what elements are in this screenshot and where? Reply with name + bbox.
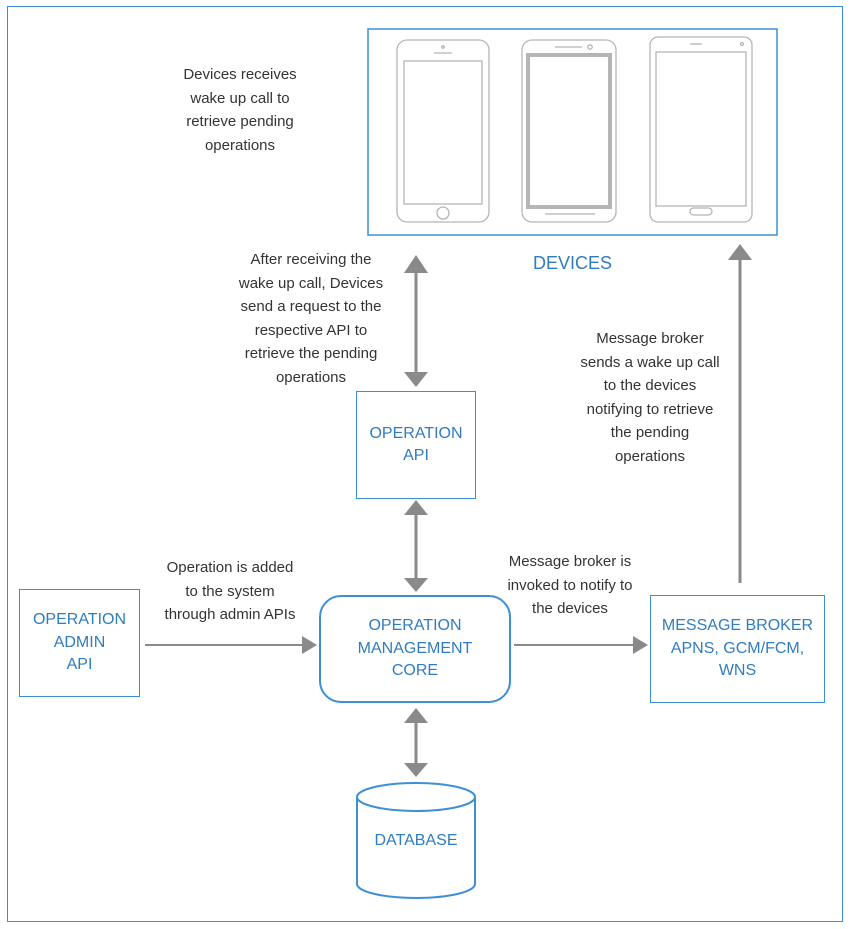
note-broker-wake: Message broker sends a wake up call to t… [580, 330, 720, 465]
devices-panel [367, 28, 778, 236]
database-label: DATABASE [374, 832, 458, 849]
arrow-head [404, 708, 428, 723]
note-broker-invoked: Message broker is invoked to notify to t… [507, 553, 633, 617]
operation-api-box: OPERATION API [356, 391, 476, 499]
arrow-head [728, 244, 752, 260]
operation-admin-api-box: OPERATION ADMIN API [19, 589, 140, 697]
operation-management-core-box: OPERATION MANAGEMENT CORE [319, 595, 511, 703]
note-operation-added: Operation is added to the system through… [164, 559, 296, 623]
note-devices-request: After receiving the wake up call, Device… [238, 251, 384, 386]
arrow-head [404, 578, 428, 592]
database-cylinder [356, 782, 476, 899]
message-broker-box: MESSAGE BROKER APNS, GCM/FCM, WNS [650, 595, 825, 703]
note-devices-wake: Devices receives wake up call to retriev… [183, 66, 297, 154]
arrow-head [404, 372, 428, 387]
phone-icon [649, 36, 753, 223]
arrow-head [404, 255, 428, 273]
phone-icon [396, 39, 490, 223]
phone-icon [521, 39, 617, 223]
arrow-head [633, 636, 648, 654]
arrow-head [302, 636, 317, 654]
diagram-frame [7, 6, 843, 922]
devices-label: DEVICES [533, 253, 613, 273]
arrow-head [404, 763, 428, 777]
arrow-head [404, 500, 428, 515]
